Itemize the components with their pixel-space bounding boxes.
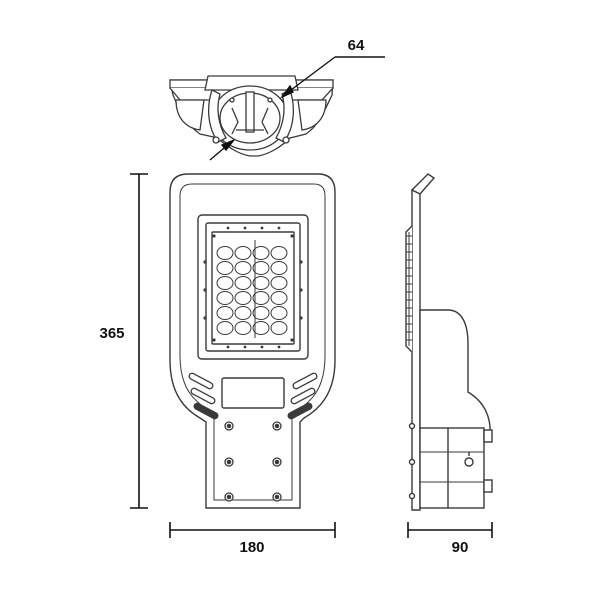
- led-lens: [252, 306, 270, 320]
- led-lens: [234, 321, 252, 335]
- led-lens: [216, 291, 234, 305]
- led-lens: [252, 246, 270, 260]
- frame-screw: [290, 338, 294, 342]
- frame-screw: [290, 234, 294, 238]
- led-lens: [270, 291, 288, 305]
- led-lens: [234, 261, 252, 275]
- frame-screw: [212, 338, 216, 342]
- led-lens: [234, 276, 252, 290]
- side-view-body: [405, 173, 493, 511]
- led-lens: [252, 321, 270, 335]
- led-lens: [216, 306, 234, 320]
- frame-screw: [260, 345, 264, 349]
- frame-screw: [299, 316, 303, 320]
- led-lens: [216, 246, 234, 260]
- frame-screw: [277, 345, 281, 349]
- led-lens: [270, 306, 288, 320]
- led-lens: [234, 306, 252, 320]
- depth-dimension-label: 90: [452, 539, 469, 556]
- led-lens: [270, 246, 288, 260]
- frame-screw: [299, 260, 303, 264]
- cable-diameter-leader: [209, 56, 385, 161]
- led-lens: [234, 291, 252, 305]
- mount-bolt-center: [274, 423, 280, 429]
- mount-bolt-center: [226, 494, 232, 500]
- lens-frame-screws: [203, 226, 303, 349]
- mount-bolt-center: [274, 494, 280, 500]
- top-view-bracket: [169, 75, 334, 157]
- dimension-lines: [130, 173, 493, 538]
- front-view-body: [169, 173, 336, 509]
- led-lens: [270, 276, 288, 290]
- vent-slots: [188, 372, 318, 420]
- led-lens: [234, 246, 252, 260]
- led-lens: [270, 261, 288, 275]
- frame-screw: [203, 260, 207, 264]
- frame-screw: [226, 226, 230, 230]
- frame-screw: [299, 288, 303, 292]
- led-lens: [252, 261, 270, 275]
- frame-screw: [243, 226, 247, 230]
- height-dimension-label: 365: [99, 325, 124, 342]
- frame-screw: [243, 345, 247, 349]
- frame-screw: [277, 226, 281, 230]
- mount-bolt-center: [274, 459, 280, 465]
- side-cooling-fins: [406, 235, 412, 341]
- mounting-bolts: [224, 421, 282, 502]
- width-dimension-label: 180: [239, 539, 264, 556]
- led-lens: [216, 261, 234, 275]
- led-lens: [252, 276, 270, 290]
- mount-bolt-center: [226, 423, 232, 429]
- frame-screw: [212, 234, 216, 238]
- cable-diameter-label: 64: [348, 37, 365, 54]
- led-lens: [270, 321, 288, 335]
- frame-screw: [260, 226, 264, 230]
- frame-screw: [226, 345, 230, 349]
- led-lens: [216, 276, 234, 290]
- led-lens: [252, 291, 270, 305]
- mount-bolt-center: [226, 459, 232, 465]
- frame-screw: [203, 288, 207, 292]
- led-lens: [216, 321, 234, 335]
- led-lens-array: [216, 240, 288, 338]
- frame-screw: [203, 316, 207, 320]
